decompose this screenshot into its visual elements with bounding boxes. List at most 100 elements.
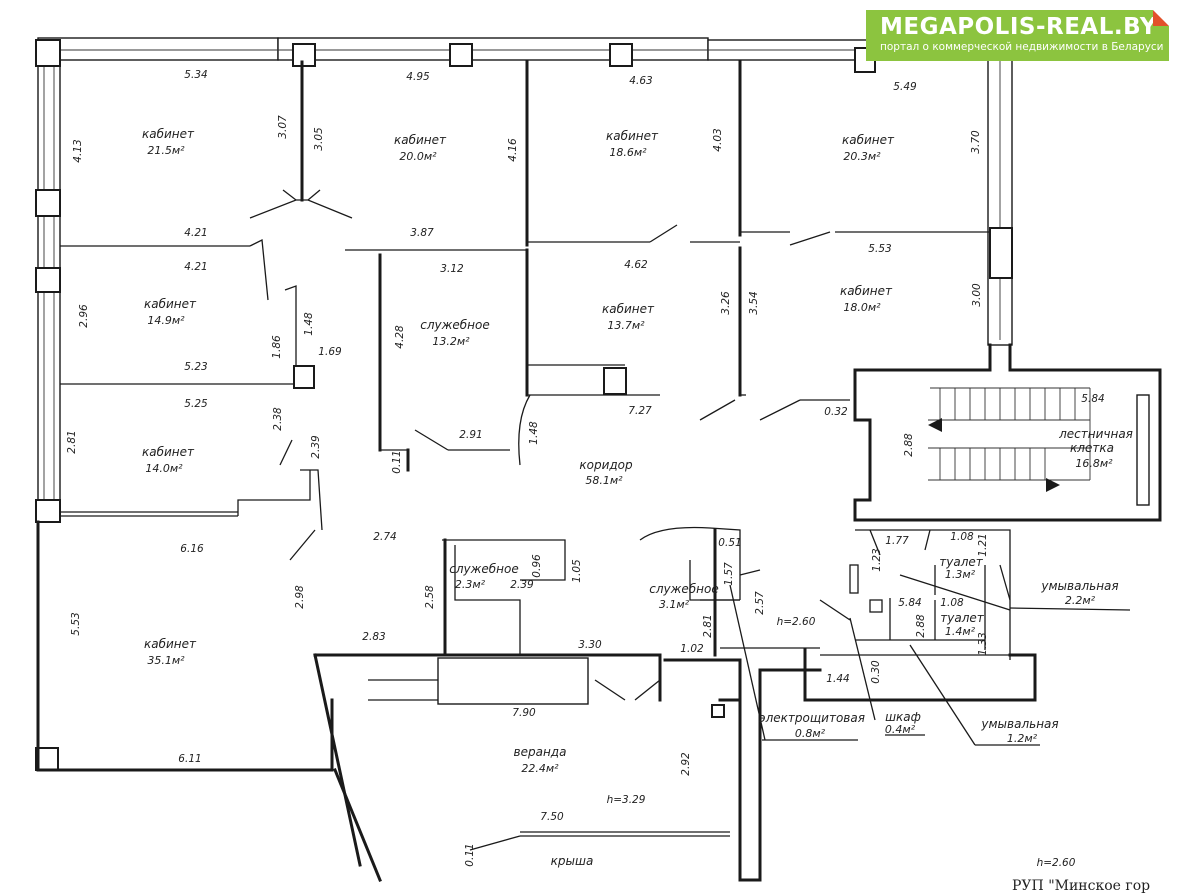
ceiling-height: h=2.60 (1037, 857, 1076, 869)
room-name: кабинет (606, 129, 659, 143)
dimension: 1.48 (528, 421, 540, 445)
dimension: 3.00 (971, 283, 983, 307)
dimension: 2.38 (272, 407, 284, 431)
room-name: служебное (449, 562, 519, 576)
dimension: 1.08 (950, 531, 974, 543)
dimension: 4.28 (394, 325, 406, 349)
room-area: 14.9м² (147, 314, 185, 327)
room-area: 0.4м² (885, 723, 916, 736)
dimension: 5.84 (1081, 393, 1104, 405)
dimension: 1.48 (303, 312, 315, 336)
dimension: 1.05 (571, 559, 583, 583)
room-name: клетка (1070, 441, 1114, 455)
dimension: 5.23 (184, 361, 207, 373)
ceiling-height: h=3.29 (607, 794, 646, 806)
room-area: 1.3м² (945, 568, 976, 581)
dimension: 4.03 (712, 128, 724, 151)
room-name: кабинет (394, 133, 447, 147)
stamp-text: РУП "Минское гор (1012, 878, 1151, 894)
dimension: 3.30 (578, 639, 602, 651)
room-name: коридор (579, 458, 633, 472)
dimension: 4.13 (72, 139, 84, 162)
dimension-labels: 5.34 4.95 4.63 5.49 4.21 3.87 4.21 3.12 … (178, 69, 1104, 823)
dimension: 0.11 (391, 450, 403, 473)
dimension: 3.70 (970, 130, 982, 154)
site-logo[interactable]: MEGAPOLIS-REAL.BY портал о коммерческой … (866, 10, 1169, 61)
dimension: 1.23 (871, 548, 883, 571)
room-name: кабинет (142, 445, 195, 459)
room-name: кабинет (142, 127, 195, 141)
dimension: 5.49 (893, 81, 917, 93)
room-area: 1.4м² (945, 625, 976, 638)
room-area: 58.1м² (585, 474, 623, 487)
dimension: 0.30 (870, 660, 882, 684)
stair-steps (928, 387, 1091, 492)
room-name: умывальная (1040, 579, 1118, 593)
dimension: 1.69 (318, 346, 342, 358)
room-name: крыша (551, 854, 594, 868)
room-name: шкаф (885, 710, 921, 724)
room-name: кабинет (840, 284, 893, 298)
dimension: 0.11 (464, 843, 476, 866)
room-area: 20.0м² (399, 150, 437, 163)
dimension: 5.25 (184, 398, 208, 410)
room-area: 2.3м² (455, 578, 486, 591)
room-area: 22.4м² (521, 762, 559, 775)
dimension: 4.16 (507, 138, 519, 162)
dimension: 2.96 (78, 304, 90, 328)
dimension: 2.83 (362, 631, 385, 643)
dimension: 1.86 (271, 335, 283, 359)
dimension: 4.95 (406, 71, 430, 83)
room-area: 1.2м² (1007, 732, 1038, 745)
dimension: 3.12 (440, 263, 464, 275)
room-name: туалет (939, 555, 983, 569)
logo-subtitle: портал о коммерческой недвижимости в Бел… (880, 41, 1164, 53)
dimension: 6.16 (180, 543, 204, 555)
dimension: 1.57 (723, 562, 735, 586)
dimension: 2.81 (66, 430, 78, 453)
room-name: кабинет (842, 133, 895, 147)
dimension: 1.44 (826, 673, 849, 685)
dimension: 3.05 (313, 127, 325, 151)
dimension: 2.88 (915, 614, 927, 638)
room-name: умывальная (980, 717, 1058, 731)
dimension: 0.32 (824, 406, 848, 418)
room-area: 21.5м² (147, 144, 185, 157)
dimension: 5.84 (898, 597, 921, 609)
dimension: 7.50 (540, 811, 564, 823)
dimension: 2.39 (310, 435, 322, 459)
room-area: 13.7м² (607, 319, 645, 332)
dimension: 1.33 (977, 632, 989, 655)
room-area: 3.1м² (659, 598, 690, 611)
logo-fold-corner (1153, 10, 1169, 26)
room-name: веранда (514, 745, 567, 759)
dimension: 3.26 (720, 291, 732, 315)
room-area: 13.2м² (432, 335, 470, 348)
dimension: 5.53 (868, 243, 891, 255)
room-area: 0.8м² (795, 727, 826, 740)
dimension: 1.08 (940, 597, 964, 609)
dimension: 7.90 (512, 707, 536, 719)
room-name: туалет (940, 611, 984, 625)
dimension: 3.87 (410, 227, 434, 239)
dimension: 1.77 (885, 535, 909, 547)
room-name: служебное (649, 582, 719, 596)
dimension: 0.51 (718, 537, 741, 549)
dimension: 2.74 (373, 531, 396, 543)
dimension: 4.21 (184, 261, 207, 273)
dimension: 4.62 (624, 259, 648, 271)
logo-title: MEGAPOLIS-REAL.BY (880, 14, 1158, 40)
room-area: 18.6м² (609, 146, 647, 159)
ceiling-height: h=2.60 (777, 616, 816, 628)
dimension: 5.53 (70, 612, 82, 635)
room-name: служебное (420, 318, 490, 332)
room-name: лестничная (1058, 427, 1133, 441)
room-area: 18.0м² (843, 301, 881, 314)
dimension: 2.91 (459, 429, 482, 441)
dimension: 4.63 (629, 75, 652, 87)
dimension: 4.21 (184, 227, 207, 239)
dimension: 2.58 (424, 585, 436, 609)
interior-walls (60, 60, 1150, 882)
dimension: 2.92 (680, 752, 692, 776)
